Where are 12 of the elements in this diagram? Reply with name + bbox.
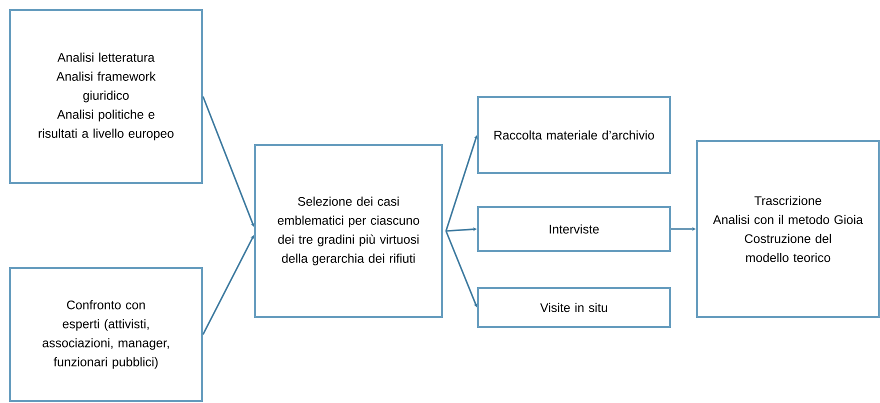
process-box: Visite in situ: [477, 287, 671, 328]
arrow: [446, 227, 477, 232]
process-box: Raccolta materiale d’archivio: [477, 96, 671, 174]
arrow: [202, 235, 254, 335]
process-box: Selezione dei casi emblematici per ciascuno dei tre gradini più virtuosi della gerarchia dei rifiuti: [254, 144, 443, 318]
process-box: Trascrizione Analisi con il metodo Gioia Costruzione del modello teorico: [696, 140, 880, 318]
process-box: Confronto con esperti (attivisti, associazioni, manager, funzionari pubblici): [9, 267, 203, 402]
arrow: [445, 230, 478, 308]
arrow: [202, 96, 254, 227]
arrow: [445, 135, 478, 232]
process-box: Analisi letteratura Analisi framework giuridico Analisi politiche e risultati a livello europeo: [9, 9, 203, 184]
process-box: Interviste: [477, 206, 671, 252]
